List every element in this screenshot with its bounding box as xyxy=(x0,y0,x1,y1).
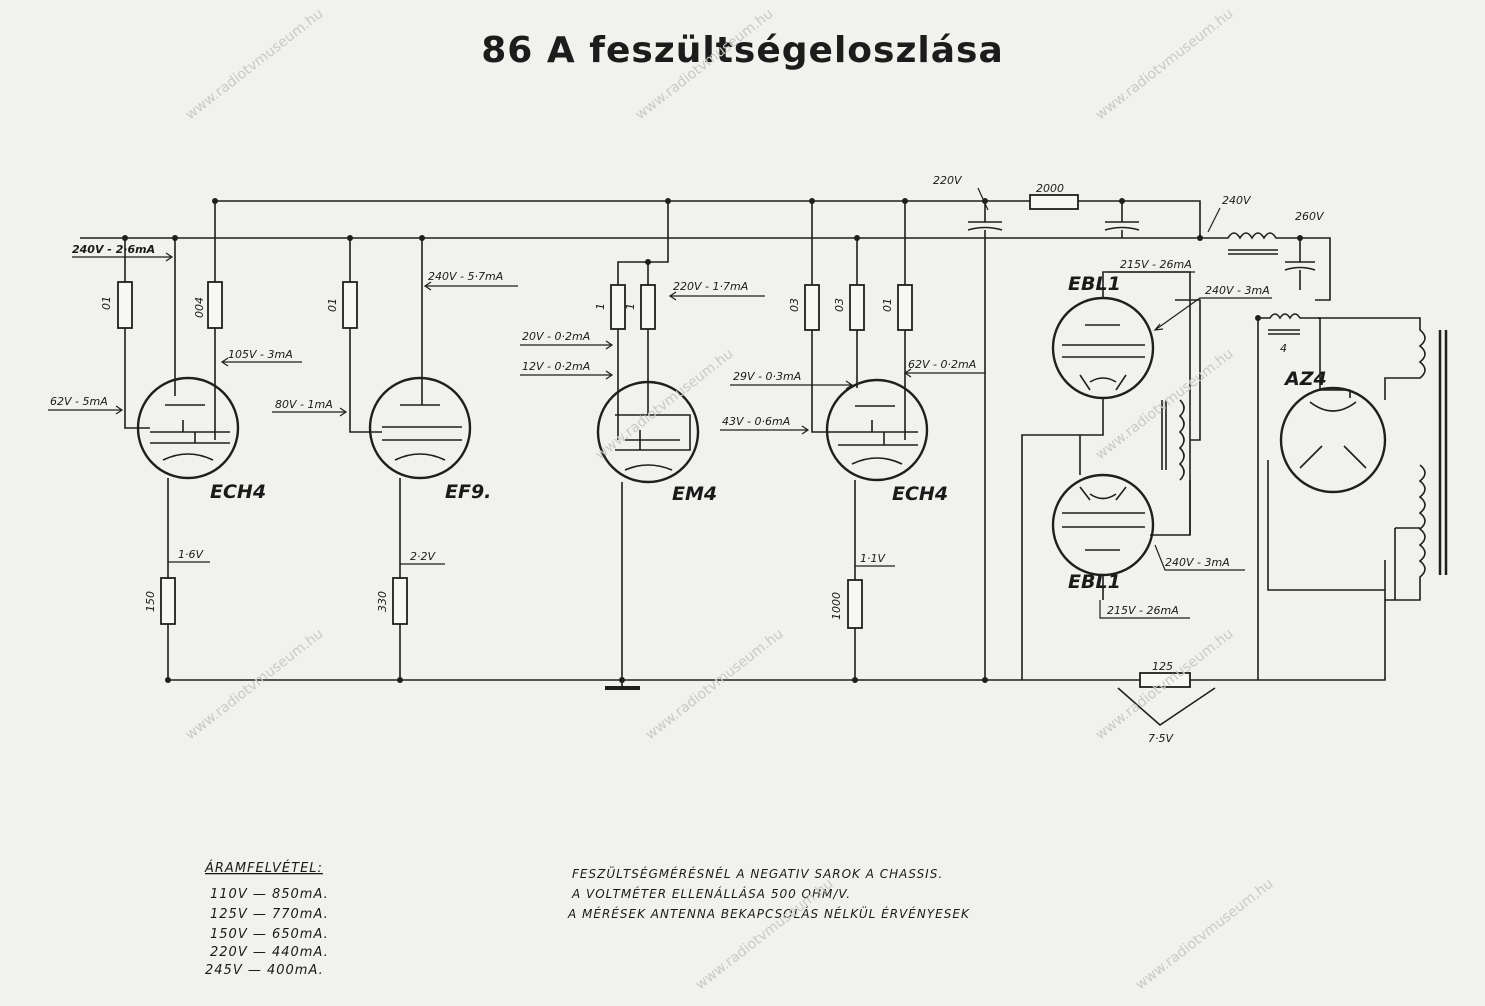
resistor-01-b xyxy=(342,281,358,329)
tube-az4 xyxy=(1267,386,1387,591)
tube-ech4-1 xyxy=(124,201,240,680)
power-transformer xyxy=(1318,317,1448,601)
tube-label-ebl1-top: EBL1 xyxy=(1068,273,1121,295)
meas-62v-5ma: 62V - 5mA xyxy=(50,395,108,408)
meas-260v: 260V xyxy=(1295,210,1325,223)
current-draw-row: 220V — 440mA. xyxy=(210,945,329,960)
resistor-label-1-b: 1 xyxy=(624,303,637,310)
watermark: www.radiotvmuseum.hu xyxy=(183,626,327,743)
meas-16v: 1·6V xyxy=(178,548,204,561)
current-draw-row: 110V — 850mA. xyxy=(210,887,329,902)
watermark: www.radiotvmuseum.hu xyxy=(643,626,787,743)
filter-section xyxy=(967,198,1140,683)
meas-240v-57ma: 240V - 5·7mA xyxy=(428,270,503,283)
filter-choke xyxy=(1197,232,1331,301)
resistor-03-b xyxy=(849,284,865,331)
page-title: 86 A feszültségeloszlása xyxy=(481,30,1004,71)
bias-tap-lines xyxy=(1117,687,1216,727)
resistor-03-a xyxy=(804,284,820,331)
output-transformer xyxy=(1150,299,1201,536)
resistor-1-b xyxy=(640,284,656,330)
meas-240v-3ma-b: 240V - 3mA xyxy=(1165,556,1230,569)
resistor-label-2000: 2000 xyxy=(1036,182,1064,195)
resistor-1-a xyxy=(610,284,626,330)
resistor-label-330: 330 xyxy=(376,591,389,612)
meas-105v-3ma: 105V - 3mA xyxy=(228,348,293,361)
resistor-01-a xyxy=(117,281,133,329)
tube-label-ef9: EF9. xyxy=(445,481,491,503)
meas-220v-17ma: 220V - 1·7mA xyxy=(673,280,748,293)
current-draw-row: 245V — 400mA. xyxy=(205,963,324,978)
resistor-1000 xyxy=(847,579,863,629)
resistor-label-1000: 1000 xyxy=(830,592,843,620)
resistor-330 xyxy=(392,577,408,625)
tube-label-ebl1-bottom: EBL1 xyxy=(1068,571,1121,593)
resistor-125 xyxy=(1139,672,1191,688)
tube-ebl1-bottom xyxy=(1051,435,1155,600)
tube-label-ech4-1: ECH4 xyxy=(210,481,266,503)
current-draw-row: 125V — 770mA. xyxy=(210,907,329,922)
current-draw-heading: ÁRAMFELVÉTEL: xyxy=(204,860,323,876)
meas-75v: 7·5V xyxy=(1148,732,1174,745)
resistor-label-004: 004 xyxy=(193,297,206,318)
resistor-label-125: 125 xyxy=(1152,660,1173,673)
note-line: A VOLTMÉTER ELLENÁLLÁSA 500 OHM/V. xyxy=(571,886,851,901)
resistor-label-03-a: 03 xyxy=(788,298,801,312)
meas-62v-02ma: 62V - 0·2mA xyxy=(908,358,976,371)
watermark: www.radiotvmuseum.hu xyxy=(1093,346,1237,463)
tube-ef9 xyxy=(349,238,472,680)
watermark: www.radiotvmuseum.hu xyxy=(633,6,777,123)
tube-ech4-2 xyxy=(811,201,929,680)
meas-22v: 2·2V xyxy=(410,550,436,563)
resistor-label-03-b: 03 xyxy=(833,298,846,312)
resistor-2000 xyxy=(1029,194,1079,210)
meas-215v-26ma-a: 215V - 26mA xyxy=(1120,258,1192,271)
meas-43v-06ma: 43V - 0·6mA xyxy=(722,415,790,428)
meas-240v-3ma-a: 240V - 3mA xyxy=(1205,284,1270,297)
meas-220v-top: 220V xyxy=(933,174,963,187)
meas-11v: 1·1V xyxy=(860,552,886,565)
note-line: A MÉRÉSEK ANTENNA BEKAPCSOLÁS NÉLKÜL ÉRV… xyxy=(567,905,970,921)
watermark: www.radiotvmuseum.hu xyxy=(1133,876,1277,993)
field-coil xyxy=(1255,313,1350,680)
resistor-label-4: 4 xyxy=(1280,342,1287,355)
tube-label-ech4-2: ECH4 xyxy=(892,483,948,505)
resistor-150 xyxy=(160,577,176,625)
tube-label-az4: AZ4 xyxy=(1283,368,1327,390)
meas-29v-03ma: 29V - 0·3mA xyxy=(733,370,801,383)
meas-20v-02ma: 20V - 0·2mA xyxy=(522,330,590,343)
watermark: www.radiotvmuseum.hu xyxy=(593,346,737,463)
tube-em4 xyxy=(596,201,700,680)
meas-240v-top: 240V xyxy=(1222,194,1252,207)
watermark: www.radiotvmuseum.hu xyxy=(183,6,327,123)
top-rail xyxy=(215,200,1201,238)
meas-12v-02ma: 12V - 0·2mA xyxy=(522,360,590,373)
note-line: FESZÜLTSÉGMÉRÉSNÉL A NEGATIV SAROK A CHA… xyxy=(572,865,943,881)
resistor-label-150: 150 xyxy=(144,591,157,612)
resistor-01-c xyxy=(897,284,913,331)
meas-80v-1ma: 80V - 1mA xyxy=(275,398,333,411)
resistor-004 xyxy=(207,281,223,329)
watermark: www.radiotvmuseum.hu xyxy=(1093,6,1237,123)
tube-label-em4: EM4 xyxy=(672,483,717,505)
meas-215v-26ma-b: 215V - 26mA xyxy=(1107,604,1179,617)
current-draw-row: 150V — 650mA. xyxy=(210,927,329,942)
resistor-label-01-c: 01 xyxy=(881,298,894,312)
resistor-label-01-b: 01 xyxy=(326,298,339,312)
watermark: www.radiotvmuseum.hu xyxy=(1093,626,1237,743)
resistor-label-01-a: 01 xyxy=(100,296,113,310)
meas-240v-26ma: 240V - 2·6mA xyxy=(72,243,155,256)
resistor-label-1-a: 1 xyxy=(594,303,607,310)
